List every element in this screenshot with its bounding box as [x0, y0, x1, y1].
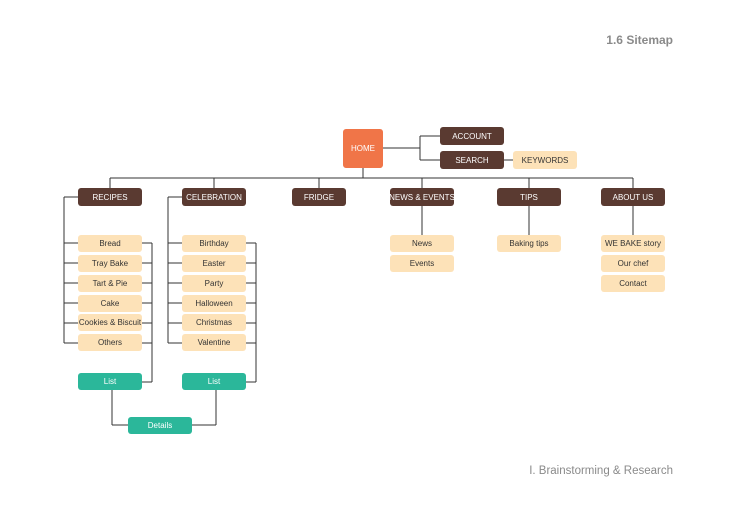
celebration-node: CELEBRATION: [182, 188, 246, 206]
recipes-item-tart-pie: Tart & Pie: [78, 275, 142, 292]
recipes-item-cake: Cake: [78, 295, 142, 312]
recipes-node: RECIPES: [78, 188, 142, 206]
celebration-item-christmas: Christmas: [182, 314, 246, 331]
celebration-item-halloween: Halloween: [182, 295, 246, 312]
search-node: SEARCH: [440, 151, 504, 169]
celebration-item-valentine: Valentine: [182, 334, 246, 351]
fridge-node: FRIDGE: [292, 188, 346, 206]
footer-caption: I. Brainstorming & Research: [529, 465, 673, 477]
contact-item: Contact: [601, 275, 665, 292]
celebration-item-party: Party: [182, 275, 246, 292]
news-item: News: [390, 235, 454, 252]
recipes-item-cookies-biscuit: Cookies & Biscuit: [78, 314, 142, 331]
keywords-node: KEYWORDS: [513, 151, 577, 169]
recipes-item-bread: Bread: [78, 235, 142, 252]
celebration-item-easter: Easter: [182, 255, 246, 272]
events-item: Events: [390, 255, 454, 272]
recipes-list-node: List: [78, 373, 142, 390]
celebration-list-node: List: [182, 373, 246, 390]
about-us-node: ABOUT US: [601, 188, 665, 206]
page-title: 1.6 Sitemap: [606, 33, 673, 47]
tips-node: TIPS: [497, 188, 561, 206]
our-chef-item: Our chef: [601, 255, 665, 272]
news-events-node: NEWS & EVENTS: [390, 188, 454, 206]
account-node: ACCOUNT: [440, 127, 504, 145]
baking-tips-item: Baking tips: [497, 235, 561, 252]
recipes-item-tray-bake: Tray Bake: [78, 255, 142, 272]
details-node: Details: [128, 417, 192, 434]
celebration-item-birthday: Birthday: [182, 235, 246, 252]
we-bake-story-item: WE BAKE story: [601, 235, 665, 252]
home-node: HOME: [343, 129, 383, 168]
recipes-item-others: Others: [78, 334, 142, 351]
